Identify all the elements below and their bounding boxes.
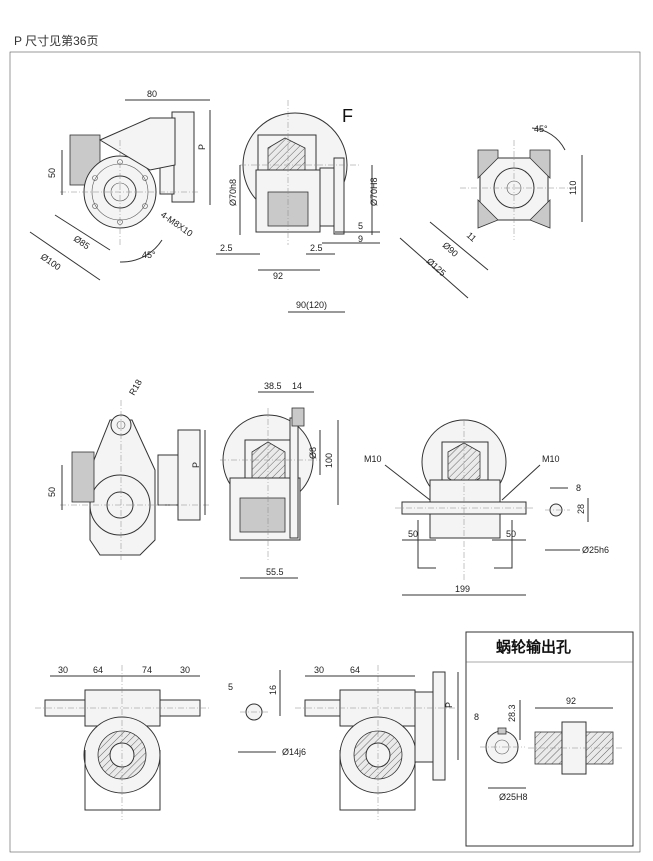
dim-8-b: 8	[576, 483, 581, 493]
view-torque-arm: R18 50 P	[47, 378, 210, 560]
dim-angle-45-a: 45°	[142, 250, 156, 260]
dim-9: 9	[358, 234, 363, 244]
dim-90-120: 90(120)	[296, 300, 327, 310]
dim-50-a: 50	[47, 168, 57, 178]
output-bore-box	[465, 631, 634, 847]
dim-74: 74	[142, 665, 152, 675]
view-output-flange: 45° 110 11 Ø90 Ø125	[399, 124, 583, 299]
dim-p-2: P	[191, 462, 201, 468]
dim-30-a: 30	[58, 665, 68, 675]
dim-110: 110	[568, 181, 578, 195]
dim-r18: R18	[127, 378, 144, 397]
dim-28-3: 28.3	[507, 704, 517, 722]
view-front-flange: 80 P 50 Ø85 Ø100 4-M8X10 45°	[29, 89, 211, 281]
dim-2-5-b: 2.5	[310, 243, 323, 253]
dim-d25h6: Ø25h6	[582, 545, 609, 555]
drawing-frame	[9, 51, 641, 853]
dim-80: 80	[147, 89, 157, 99]
dim-14-a: 14	[292, 381, 302, 391]
dim-d125: Ø125	[425, 256, 448, 278]
dim-d25h8: Ø25H8	[499, 792, 528, 802]
output-bore-title: 蜗轮输出孔	[496, 638, 571, 656]
dim-28: 28	[576, 504, 586, 514]
dim-d14j6: Ø14j6	[282, 747, 306, 757]
dim-5: 5	[358, 221, 363, 231]
dim-30-b: 30	[180, 665, 190, 675]
output-bore-panel: 蜗轮输出孔 8 28.3 92 Ø25H8	[465, 631, 634, 847]
dim-d90: Ø90	[441, 240, 460, 259]
dim-38-5: 38.5	[264, 381, 282, 391]
dim-100-b: 100	[324, 453, 334, 468]
view-side-arm: 38.5 14 Ø8 100 55.5	[220, 381, 339, 579]
dim-p-3: P	[444, 702, 454, 708]
dim-4-m8x10: 4-M8X10	[159, 209, 195, 238]
dim-d100: Ø100	[39, 251, 63, 272]
dim-11: 11	[465, 230, 479, 244]
dim-16: 16	[268, 685, 278, 695]
dim-64-b: 64	[350, 665, 360, 675]
dim-30-c: 30	[314, 665, 324, 675]
dim-92-b: 92	[566, 696, 576, 706]
view-side-f: F Ø70h8 Ø70H8 5 9 2.5 2.5 92 90(120)	[216, 100, 380, 313]
dim-50-d: 50	[506, 529, 516, 539]
dim-m10-a: M10	[364, 454, 382, 464]
page-reference-note: P 尺寸见第36页	[14, 34, 99, 48]
view-double-shaft: 30 64 74 30 5 16 Ø14j6	[35, 665, 306, 820]
dim-64-a: 64	[93, 665, 103, 675]
dim-2-5-a: 2.5	[220, 243, 233, 253]
dim-d8: Ø8	[308, 447, 318, 459]
dim-m10-b: M10	[542, 454, 560, 464]
dim-199: 199	[455, 584, 470, 594]
dim-50-c: 50	[408, 529, 418, 539]
dim-angle-45-b: 45°	[534, 124, 548, 134]
view-base-mount: M10 M10 50 50 199 8 28 Ø25h6	[364, 419, 609, 596]
dim-d70h8-a: Ø70h8	[228, 179, 238, 206]
dim-5-b: 5	[228, 682, 233, 692]
dim-8-c: 8	[474, 712, 479, 722]
dim-92-a: 92	[273, 271, 283, 281]
dim-d70h8-b: Ø70H8	[369, 177, 379, 206]
dim-50-b: 50	[47, 487, 57, 497]
view-label-f: F	[342, 106, 353, 126]
dim-p-1: P	[197, 144, 207, 150]
dim-55-5: 55.5	[266, 567, 284, 577]
view-shaft-flange: 30 64 P	[295, 665, 459, 820]
